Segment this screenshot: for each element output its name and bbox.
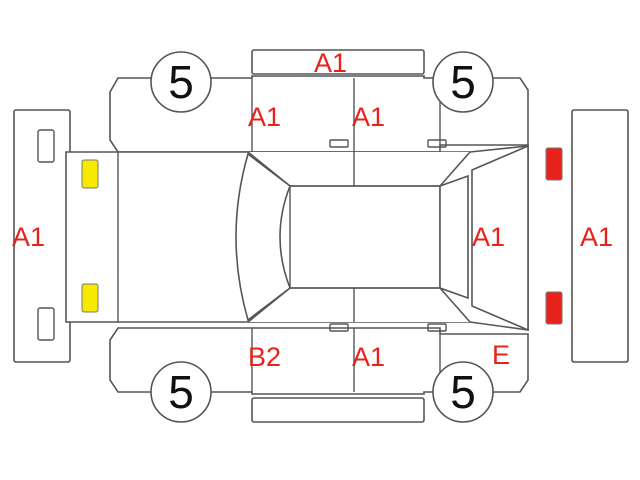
code-right-front-door: B2 — [248, 342, 281, 372]
wheel-front-left-count: 5 — [168, 56, 194, 108]
wheel-rear-right: 5 — [432, 361, 494, 423]
code-left-rear-door: A1 — [352, 102, 385, 132]
car-top-body — [65, 144, 529, 332]
wheel-front-left: 5 — [150, 51, 212, 113]
wheel-rear-left: 5 — [432, 51, 494, 113]
code-left-front-door: A1 — [248, 102, 281, 132]
right-side-strip — [251, 397, 425, 423]
wheel-rear-left-count: 5 — [450, 56, 476, 108]
code-front-bumper: A1 — [12, 222, 45, 252]
right-side-body — [109, 323, 529, 395]
code-right-rear-door: A1 — [352, 342, 385, 372]
wheel-front-right-count: 5 — [168, 366, 194, 418]
wheel-front-right: 5 — [150, 361, 212, 423]
rear-lamp-lower — [545, 291, 563, 325]
rear-bumper — [571, 109, 629, 363]
code-rear-panel: A1 — [472, 222, 505, 252]
wheel-rear-right-count: 5 — [450, 366, 476, 418]
front-lamp-lower — [81, 283, 99, 313]
rear-lamp-upper — [545, 147, 563, 181]
code-right-rear-quarter: E — [492, 340, 510, 370]
code-rear-bumper: A1 — [580, 222, 613, 252]
left-side-strip — [251, 49, 425, 75]
code-roof-top-strip: A1 — [314, 48, 347, 78]
front-lamp-upper — [81, 159, 99, 189]
